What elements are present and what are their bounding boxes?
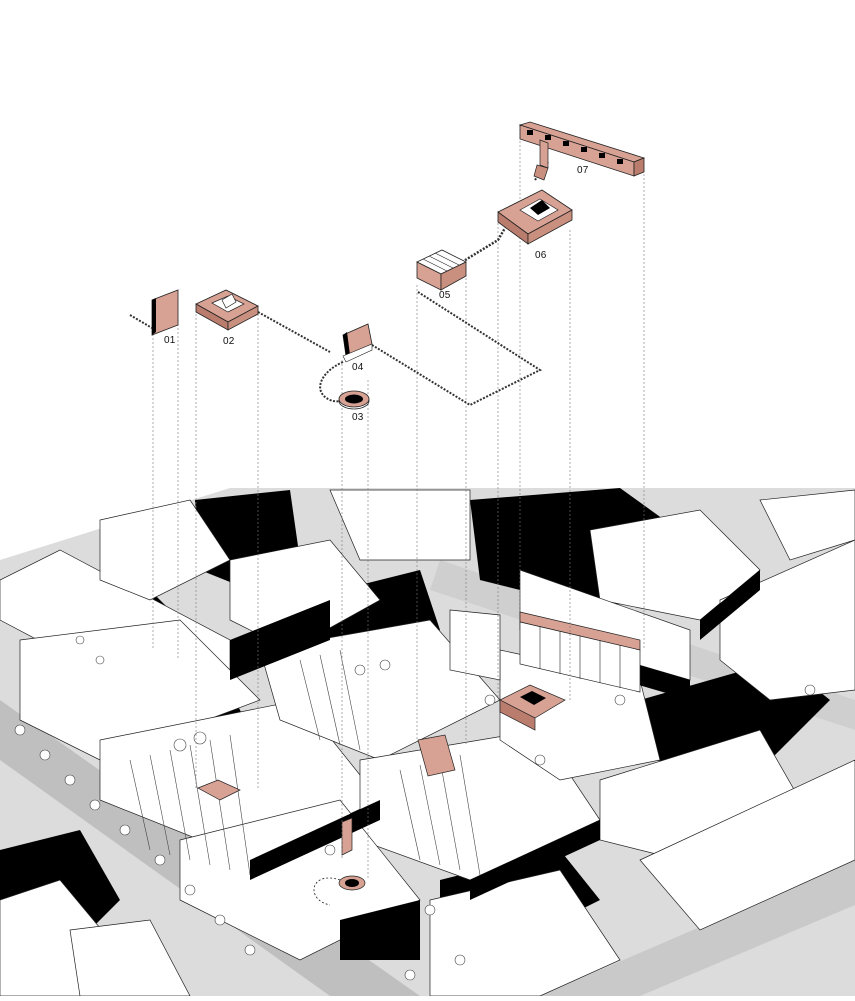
site-05-object (416, 249, 467, 291)
building-block (429, 869, 621, 997)
terrace-lines (129, 649, 481, 876)
route-segment (371, 291, 543, 407)
projection-lines (152, 125, 645, 880)
building-block (759, 489, 855, 561)
site-01-object (151, 289, 179, 336)
city-site-02 (197, 779, 241, 801)
site-02-object (195, 289, 259, 331)
building-block (329, 489, 471, 561)
route-segment (257, 311, 331, 353)
site-label-04: 04 (352, 362, 364, 373)
shadow-side (700, 570, 760, 640)
building-block (229, 539, 381, 651)
trees (14, 635, 816, 981)
building-block (639, 759, 855, 931)
city-site-03-path (313, 877, 341, 906)
building-block (449, 609, 501, 681)
shadow-side (470, 820, 600, 900)
city-site-06-side (499, 699, 536, 731)
building-block (719, 539, 855, 701)
site-07-object (518, 121, 646, 181)
city-sites (197, 611, 641, 906)
site-label-02: 02 (223, 336, 235, 347)
site-label-05: 05 (439, 290, 451, 301)
site-03-object (338, 390, 370, 410)
route-segment (129, 314, 153, 329)
city-site-03-hole (345, 879, 359, 887)
city-site-07-windows (539, 626, 621, 688)
site-04-object (342, 323, 373, 363)
route-loop (319, 361, 353, 403)
shadow-side (230, 600, 330, 680)
route-segment (461, 227, 507, 264)
site-label-03: 03 (352, 412, 364, 423)
site-label-07: 07 (577, 165, 589, 176)
city-site-05 (417, 734, 456, 777)
site-06-object (497, 189, 573, 245)
shadow-side (340, 900, 420, 960)
building-block (99, 499, 231, 601)
city-base (0, 488, 855, 997)
route-path (129, 161, 549, 407)
site-label-06: 06 (535, 250, 547, 261)
city-site-06-court (520, 691, 546, 705)
site-label-01: 01 (164, 335, 176, 346)
city-site-04 (341, 817, 353, 856)
